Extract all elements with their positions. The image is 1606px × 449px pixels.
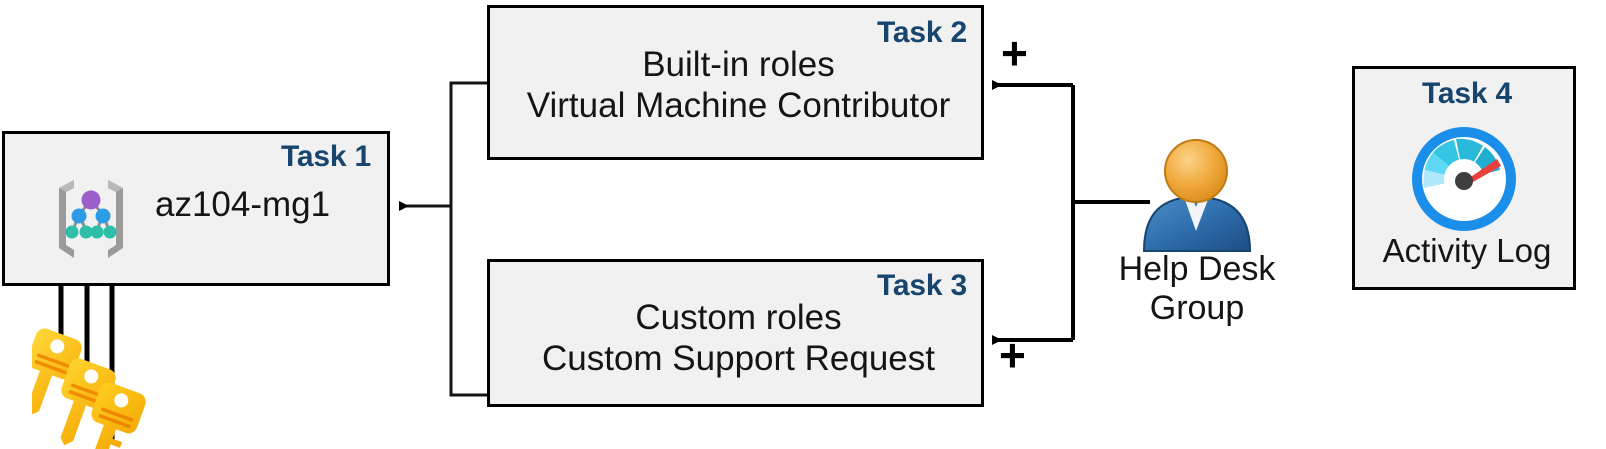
task-2-line-2: Virtual Machine Contributor	[526, 86, 951, 126]
task-2-label: Task 2	[877, 16, 967, 49]
task-4-label: Task 4	[1422, 77, 1512, 110]
help-desk-caption-line-2: Group	[1149, 288, 1245, 327]
task-3-text: Custom roles Custom Support Request	[490, 297, 987, 380]
task-3-line-2: Custom Support Request	[542, 339, 935, 379]
help-desk-group-caption: Help Desk Group	[1072, 250, 1322, 328]
task-3-label: Task 3	[877, 269, 967, 302]
key-3	[89, 382, 146, 449]
help-desk-caption-line-1: Help Desk	[1118, 250, 1276, 288]
task-2-text: Built-in roles Virtual Machine Contribut…	[490, 44, 987, 127]
plus-operator-top: +	[1001, 27, 1028, 79]
activity-log-gauge-icon	[1400, 123, 1528, 235]
task-3-line-1: Custom roles	[635, 298, 842, 337]
left-connector-bus	[399, 81, 487, 397]
plus-operator-bottom: +	[999, 329, 1026, 381]
task-3-box[interactable]: Task 3 Custom roles Custom Support Reque…	[487, 259, 984, 407]
keys-icon	[26, 305, 182, 449]
key-1	[26, 328, 82, 416]
task-1-box[interactable]: Task 1 az104-mg1	[2, 131, 390, 286]
task-2-box[interactable]: Task 2 Built-in roles Virtual Machine Co…	[487, 5, 984, 160]
key-2	[60, 358, 116, 446]
task-4-text: Activity Log	[1382, 232, 1552, 269]
user-group-icon	[1124, 135, 1269, 255]
management-group-icon	[48, 176, 134, 264]
task-2-line-1: Built-in roles	[642, 45, 835, 84]
task-1-label: Task 1	[281, 140, 371, 173]
task-1-text: az104-mg1	[155, 185, 331, 224]
